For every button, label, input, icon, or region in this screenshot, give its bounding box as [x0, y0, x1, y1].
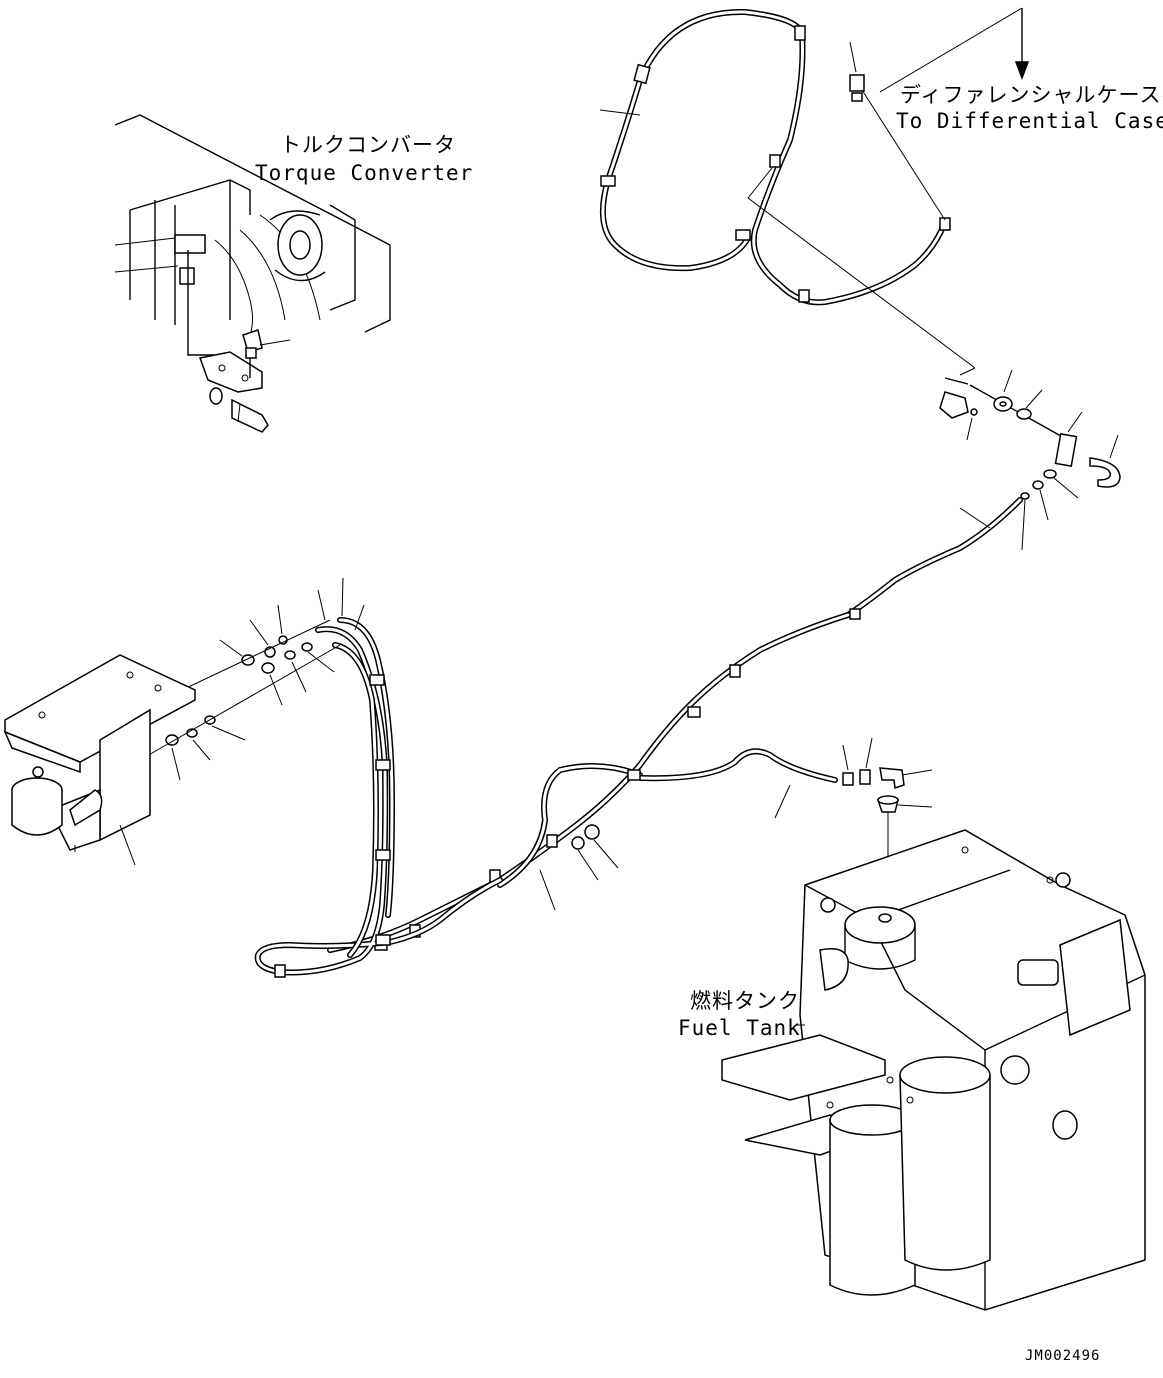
- differential-case-en-label: To Differential Case: [896, 109, 1163, 133]
- differential-case-jp-label: ディファレンシャルケースへ: [900, 83, 1163, 107]
- filter-assembly: [3, 654, 196, 866]
- left-hose-bundle: [139, 577, 503, 978]
- fuel-tank-en-label: Fuel Tank: [678, 1016, 801, 1040]
- fitting-cluster-right: [845, 367, 1121, 618]
- differential-hose-loop: ディファレンシャルケースへ To Differential Case: [599, 7, 1163, 369]
- torque-converter-assembly: トルクコンバータ Torque Converter: [114, 114, 473, 433]
- main-hose-run: [327, 608, 933, 953]
- drawing-code: JM002496: [1025, 1348, 1100, 1364]
- torque-converter-jp-label: トルクコンバータ: [280, 133, 456, 157]
- fuel-tank: 燃料タンク Fuel Tank: [678, 829, 1146, 1311]
- torque-converter-en-label: Torque Converter: [255, 161, 473, 185]
- fuel-tank-jp-label: 燃料タンク: [690, 989, 800, 1013]
